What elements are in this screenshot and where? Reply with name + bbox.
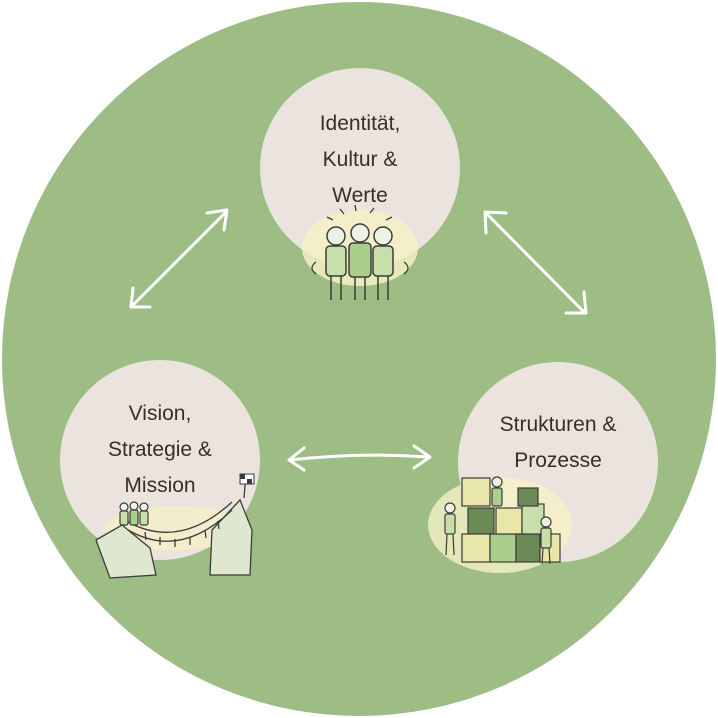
node-label: Vision, Strategie & Mission [108,402,212,497]
node-label: Strukturen & Prozesse [499,413,617,472]
puzzle-builders-icon [428,476,572,573]
arrow-top-right [483,210,588,315]
arrow-left-right [287,444,432,472]
node-label: Identität, Kultur & Werte [319,112,401,207]
people-group-icon [302,204,418,300]
arrow-left-top [129,208,229,309]
bridge-mountains-icon [95,473,255,579]
